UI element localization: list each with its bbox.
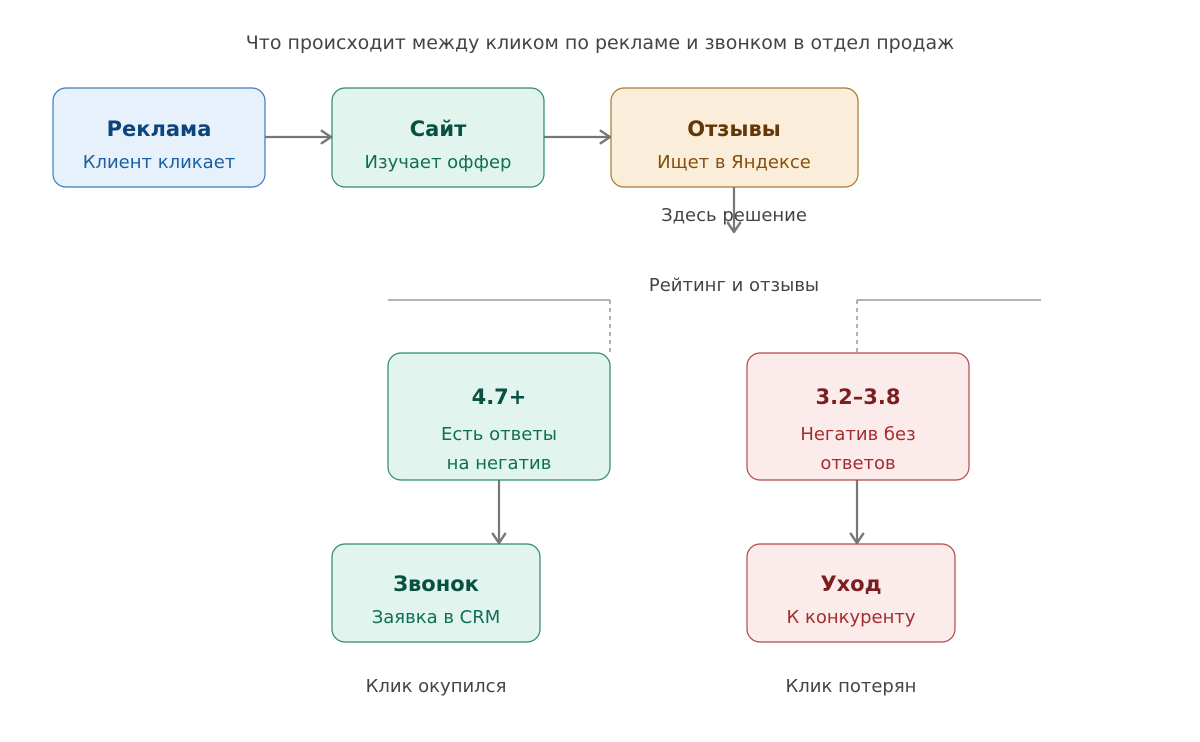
node-site-title: Сайт xyxy=(410,117,467,141)
node-reviews: Отзывы Ищет в Яндексе xyxy=(610,87,859,188)
node-reviews-subtitle: Ищет в Яндексе xyxy=(657,152,811,173)
label-lost: Клик потерян xyxy=(786,676,917,697)
node-call-title: Звонок xyxy=(393,572,479,596)
label-decision: Здесь решение xyxy=(661,205,807,226)
node-low-rating-line2: ответов xyxy=(820,453,895,474)
node-high-rating-line1: Есть ответы xyxy=(441,424,557,445)
node-ad-subtitle: Клиент кликает xyxy=(83,152,236,173)
node-low-rating-title: 3.2–3.8 xyxy=(816,385,901,409)
node-reviews-title: Отзывы xyxy=(687,117,781,141)
node-leave-subtitle: К конкуренту xyxy=(786,607,915,628)
label-rating: Рейтинг и отзывы xyxy=(649,275,819,296)
node-site-subtitle: Изучает оффер xyxy=(365,152,512,173)
node-low-rating-line1: Негатив без xyxy=(800,424,915,445)
node-call: Звонок Заявка в CRM xyxy=(331,543,541,643)
node-ad-title: Реклама xyxy=(107,117,212,141)
node-leave: Уход К конкуренту xyxy=(746,543,956,643)
node-site: Сайт Изучает оффер xyxy=(331,87,545,188)
node-high-rating-line2: на негатив xyxy=(447,453,552,474)
diagram-title: Что происходит между кликом по рекламе и… xyxy=(246,32,954,54)
node-low-rating: 3.2–3.8 Негатив без ответов xyxy=(746,352,970,481)
node-high-rating: 4.7+ Есть ответы на негатив xyxy=(387,352,611,481)
node-ad: Реклама Клиент кликает xyxy=(52,87,266,188)
node-high-rating-title: 4.7+ xyxy=(472,385,527,409)
label-paid-off: Клик окупился xyxy=(366,676,507,697)
node-call-subtitle: Заявка в CRM xyxy=(372,607,501,628)
node-leave-title: Уход xyxy=(820,572,881,596)
